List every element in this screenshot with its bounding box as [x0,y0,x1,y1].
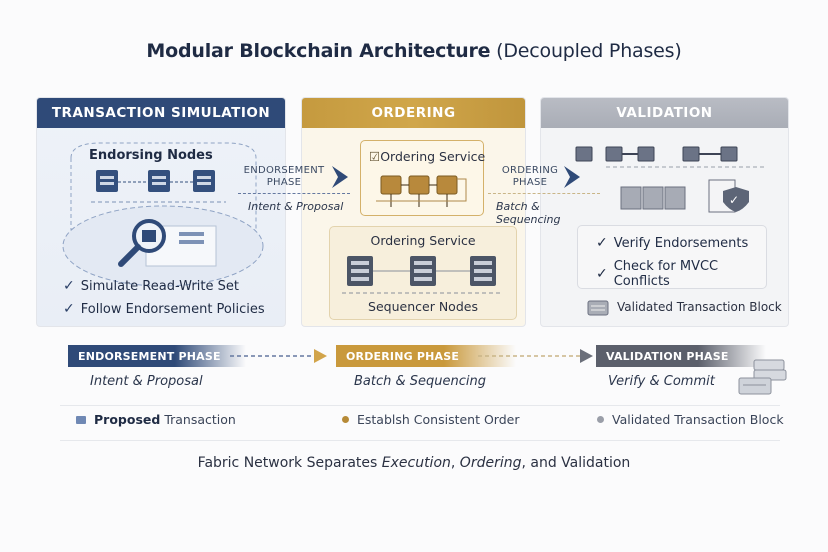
transaction-simulation-panel: TRANSACTION SIMULATION Endorsing Nodes ✓… [36,97,286,327]
endorsing-nodes-illustration [62,142,264,287]
sequencer-nodes-label: Sequencer Nodes [368,299,478,314]
flow-caption: Batch & Sequencing [354,374,486,389]
svg-text:✓: ✓ [729,193,739,207]
checkmark-icon: ✓ [596,266,608,282]
magnifier-icon [118,219,166,267]
validation-checks-box: ✓ Verify Endorsements ✓ Check for MVCC C… [577,225,767,289]
title-bold: Modular Blockchain Architecture [146,40,491,62]
checkmark-icon: ✓ [63,301,75,317]
panel-header: TRANSACTION SIMULATION [37,98,285,128]
flow-arrow [230,349,327,363]
footer-caption: Fabric Network Separates Execution, Orde… [197,455,631,471]
divider [60,405,780,406]
folder-icon [76,415,86,424]
flow-arrow [478,349,593,363]
sequencer-box: Ordering Service Sequencer Nodes [329,226,517,320]
check-item: ✓ Follow Endorsement Policies [63,301,265,317]
shield-icon [723,187,749,212]
flow-validation-phase: VALIDATION PHASE [596,345,766,367]
checkmark-icon: ✓ [63,278,75,294]
sub-ordering-service-label: Ordering Service [370,233,476,248]
server-icon [96,170,215,192]
flow-ordering-phase: ORDERING PHASE [336,345,516,367]
legend-item: Establsh Consistent Order [342,412,520,427]
divider [60,440,780,441]
block-stack-icon [738,359,787,395]
legend-item: Proposed Transaction [76,412,236,427]
orderer-nodes-illustration [376,175,467,207]
dot-icon [342,416,349,423]
block-stack-icon [587,300,609,316]
ordering-service-box: ☑Ordering Service [360,140,486,216]
checkbox-icon: ☑ [369,149,381,164]
panel-header: ORDERING [302,98,525,128]
checkmark-icon: ✓ [596,235,608,251]
dashed-line [238,193,350,194]
check-item: ✓ Check for MVCC Conflicts [596,259,719,289]
flow-caption: Intent & Proposal [90,374,203,389]
check-item: ✓ Simulate Read-Write Set [63,278,239,294]
flow-endorsement-phase: ENDORSEMENT PHASE [68,345,246,367]
dot-icon [597,416,604,423]
page-title: Modular Blockchain Architecture (Decoupl… [0,40,828,62]
chevron-right-icon [332,166,348,188]
title-subtitle: (Decoupled Phases) [496,40,682,62]
dashed-line [488,193,600,194]
validated-block-item: Validated Transaction Block [587,298,782,316]
validation-panel: VALIDATION ✓ ✓ Verify Endorsements ✓ Che… [540,97,789,327]
flow-caption: Verify & Commit [608,374,715,389]
sequencer-nodes-illustration [342,256,502,294]
chevron-right-icon [564,166,580,188]
endorsing-nodes-label: Endorsing Nodes [89,148,213,163]
legend-item: Validated Transaction Block [597,412,784,427]
panel-header: VALIDATION [541,98,788,128]
ordering-service-label: ☑Ordering Service [369,149,486,164]
check-item: ✓ Verify Endorsements [596,235,749,251]
validation-illustration: ✓ [575,146,766,213]
ordering-panel: ORDERING ☑Ordering Service Ordering Serv… [301,97,526,327]
